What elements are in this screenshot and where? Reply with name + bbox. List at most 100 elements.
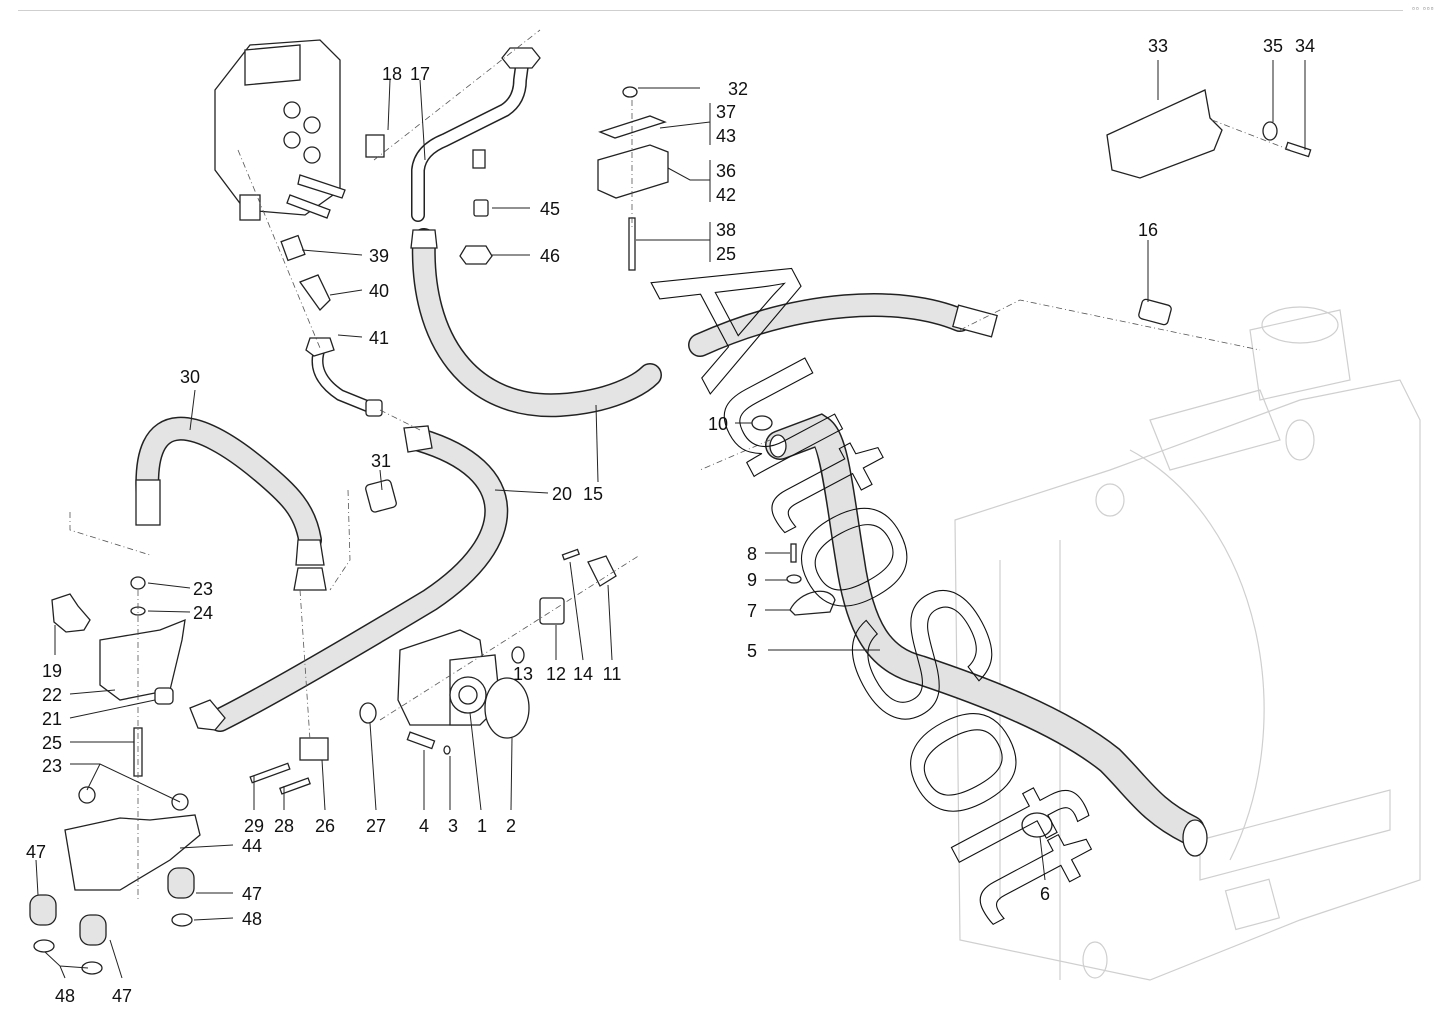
callout-6: 6 (1040, 884, 1050, 904)
spring-39 (280, 234, 306, 262)
elbow-19 (51, 593, 91, 633)
callout-35: 35 (1263, 36, 1283, 56)
top-rule (18, 10, 1403, 11)
callout-36: 36 (716, 161, 736, 181)
callout-26: 26 (315, 816, 335, 836)
o-ring-13 (511, 646, 525, 664)
callout-41: 41 (369, 328, 389, 348)
callout-17: 17 (410, 64, 430, 84)
tractor-housing-ghost (954, 306, 1421, 981)
callout-12: 12 (546, 664, 566, 684)
suction-hose-5 (765, 413, 1208, 857)
callout-34: 34 (1295, 36, 1315, 56)
o-ring-2 (484, 677, 530, 739)
callout-31: 31 (371, 451, 391, 471)
nut-23-top (130, 576, 146, 590)
callout-18: 18 (382, 64, 402, 84)
callout-38: 38 (716, 220, 736, 240)
nut-23-left (78, 786, 96, 804)
valve-31 (365, 479, 397, 513)
corner-mark: ▫▫ ▫▫▫ (1412, 4, 1435, 13)
elbow-40 (298, 274, 331, 312)
callout-47-bottom: 47 (112, 986, 132, 1006)
bolt-14 (561, 548, 581, 561)
nut-32 (622, 86, 638, 98)
bolt-4 (406, 731, 436, 750)
callout-23-top: 23 (193, 579, 213, 599)
callout-4: 4 (419, 816, 429, 836)
callout-8: 8 (747, 544, 757, 564)
callout-27: 27 (366, 816, 386, 836)
callout-25: 25 (42, 733, 62, 753)
flange-12 (539, 597, 565, 625)
rubber-mounts-47 (29, 867, 195, 946)
callout-21: 21 (42, 709, 62, 729)
callout-47-right: 47 (242, 884, 262, 904)
sleeve-45 (473, 199, 489, 217)
callout-48-right: 48 (242, 909, 262, 929)
bolt-34 (1284, 141, 1312, 158)
tee-block-22 (99, 618, 186, 701)
callout-14: 14 (573, 664, 593, 684)
pipe-17 (411, 47, 541, 222)
hose-30 (135, 416, 327, 591)
callout-47-left: 47 (26, 842, 46, 862)
callout-2: 2 (506, 816, 516, 836)
callout-32: 32 (728, 79, 748, 99)
callout-20: 20 (552, 484, 572, 504)
pipe-41 (305, 337, 383, 417)
nut-46 (459, 245, 493, 265)
callout-23-bottom: 23 (42, 756, 62, 776)
callout-25-top: 25 (716, 244, 736, 264)
callout-43: 43 (716, 126, 736, 146)
assembly-lines (69, 29, 1291, 900)
washers-48 (33, 913, 193, 975)
fitting-11 (587, 555, 617, 587)
callout-30: 30 (180, 367, 200, 387)
callout-13: 13 (513, 664, 533, 684)
callout-46: 46 (540, 246, 560, 266)
callout-7: 7 (747, 601, 757, 621)
clamp-block-36-42 (597, 144, 669, 199)
callout-15: 15 (583, 484, 603, 504)
bracket-7 (789, 590, 836, 616)
washer-9 (786, 574, 802, 584)
callout-labels: 18 17 45 46 39 40 41 30 31 20 15 10 8 9 … (26, 36, 1315, 1006)
callout-3: 3 (448, 816, 458, 836)
bracket-33 (1106, 89, 1223, 179)
washer-35 (1262, 121, 1278, 141)
bolt-28 (279, 777, 311, 795)
callout-28: 28 (274, 816, 294, 836)
screw-8 (790, 543, 797, 563)
plug-16 (1138, 298, 1172, 326)
callout-48-bottom: 48 (55, 986, 75, 1006)
leader-lines (35, 60, 1306, 979)
callout-39: 39 (369, 246, 389, 266)
callout-29: 29 (244, 816, 264, 836)
callout-33: 33 (1148, 36, 1168, 56)
hose-20 (189, 425, 509, 732)
callout-45: 45 (540, 199, 560, 219)
stud-38-25 (628, 217, 636, 271)
control-valve-block (214, 39, 346, 221)
callout-5: 5 (747, 641, 757, 661)
callout-37: 37 (716, 102, 736, 122)
adapter-21 (154, 687, 174, 705)
callout-16: 16 (1138, 220, 1158, 240)
elbow-26 (299, 737, 329, 761)
plate-37-43 (598, 115, 667, 139)
callout-10: 10 (708, 414, 728, 434)
hose-clamp-6 (1021, 812, 1053, 838)
callout-24: 24 (193, 603, 213, 623)
callout-19: 19 (42, 661, 62, 681)
callout-22: 22 (42, 685, 62, 705)
callout-9: 9 (747, 570, 757, 590)
callout-40: 40 (369, 281, 389, 301)
o-ring-27 (359, 702, 377, 724)
callout-11: 11 (603, 664, 622, 684)
bolt-29 (249, 762, 291, 784)
callout-42: 42 (716, 185, 736, 205)
washer-3 (443, 745, 451, 755)
